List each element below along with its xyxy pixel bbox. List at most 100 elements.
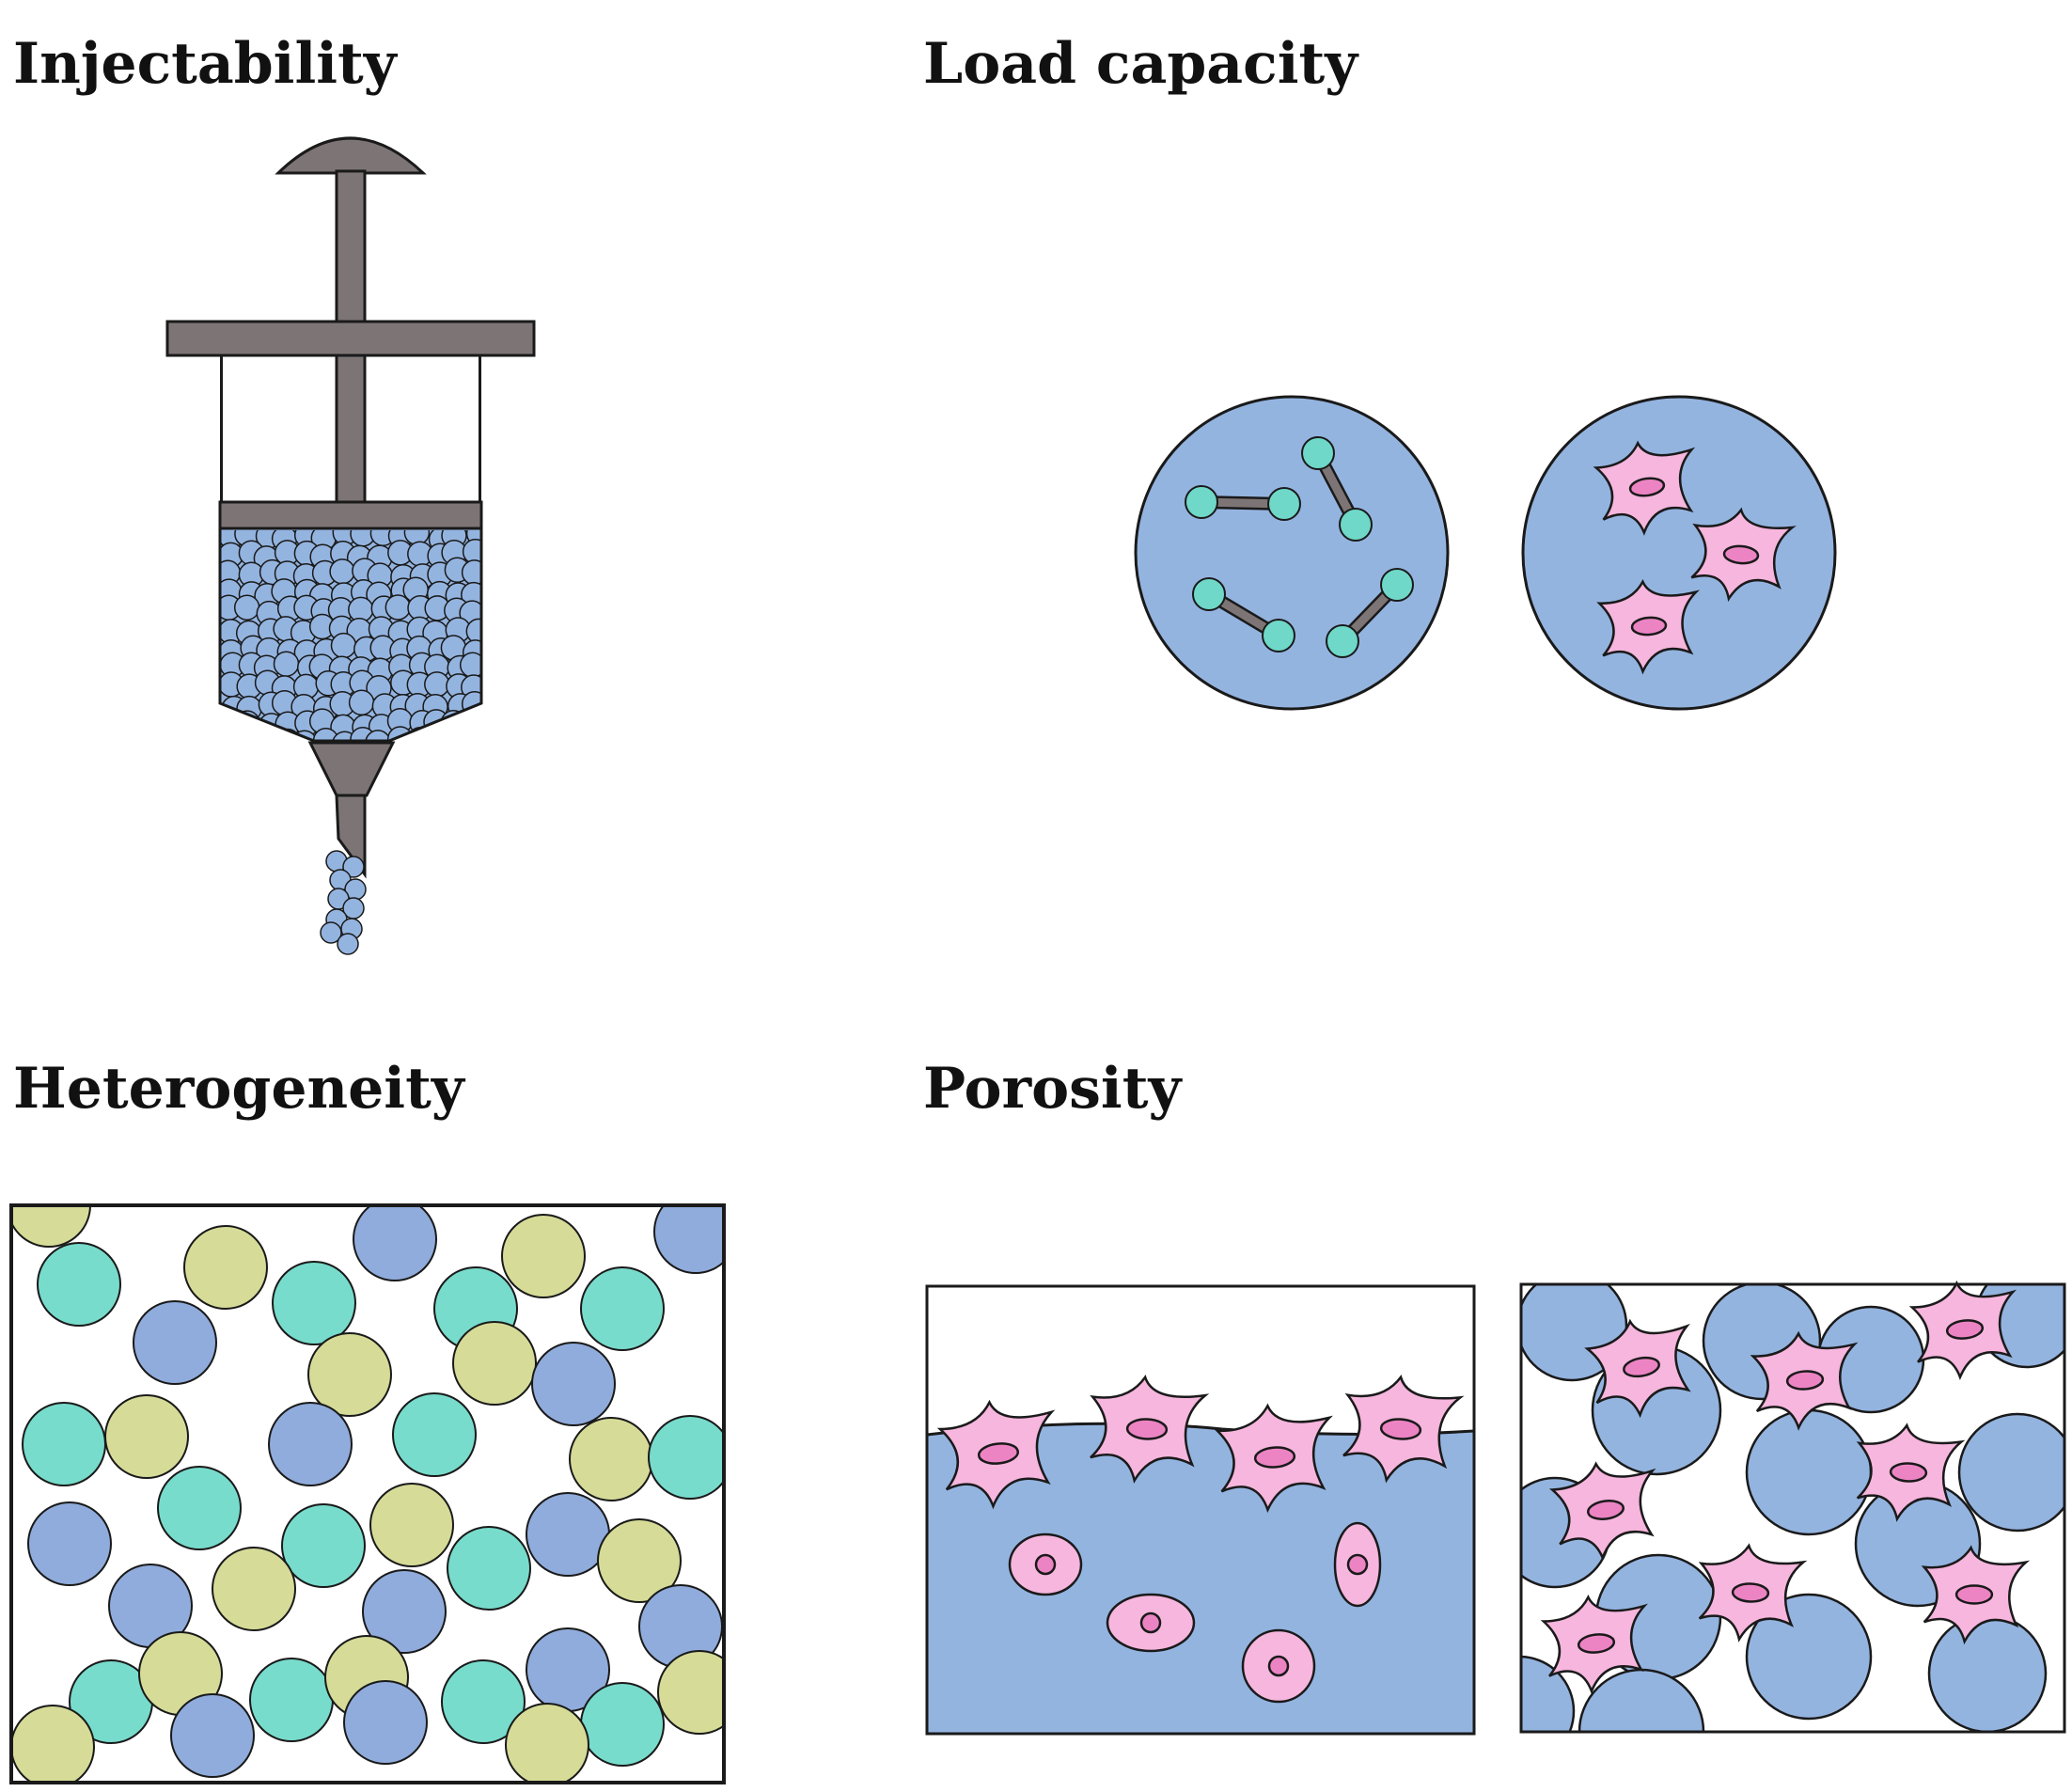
microgel-bead <box>273 651 300 677</box>
barrel-wall-right <box>479 355 481 530</box>
microgel-with-cells <box>1521 395 1837 711</box>
molecule-bead <box>1380 568 1414 602</box>
cell-nucleus <box>977 1442 1020 1465</box>
extruded-bead <box>320 921 342 944</box>
microgel-bead <box>461 690 481 717</box>
cell-nucleus <box>1577 1633 1616 1654</box>
heterogeneity-frame <box>9 1203 726 1784</box>
microgel-particle <box>597 1518 682 1603</box>
cell-nucleus <box>1628 477 1666 497</box>
microgel-particle <box>447 1526 531 1611</box>
cell-nucleus <box>1267 1655 1290 1677</box>
microgel-bead <box>220 731 247 741</box>
microgel-with-molecules <box>1134 395 1450 711</box>
microgel-bead <box>348 689 375 716</box>
microgel-bead <box>424 671 450 698</box>
molecule-bead <box>1192 577 1226 611</box>
microgel-particle <box>268 1402 353 1486</box>
microgel-bead <box>421 728 448 741</box>
microgel-particle <box>183 1225 268 1310</box>
cell <box>1214 1403 1333 1514</box>
cell <box>1548 1461 1656 1562</box>
microgel-bead <box>365 730 391 741</box>
bulk-hydrogel-frame <box>925 1284 1476 1736</box>
microgel-particle <box>531 1342 616 1426</box>
microgel-particle <box>104 1394 189 1479</box>
microgel-bead <box>465 732 481 741</box>
microgel-particle <box>369 1483 454 1567</box>
microgel-bead <box>220 711 245 738</box>
molecule-bead <box>1339 508 1373 542</box>
microgel-particle <box>249 1658 334 1742</box>
microgel-particle <box>272 1261 356 1345</box>
molecule-bead <box>1301 436 1335 470</box>
microgel-particle <box>353 1205 437 1281</box>
microgel-particle <box>281 1503 366 1588</box>
cell-nucleus <box>1379 1418 1422 1440</box>
cell <box>1908 1280 2017 1381</box>
microgel-bead <box>233 594 260 621</box>
microgel-particle <box>526 1492 610 1577</box>
granular-scaffold-cells <box>1540 1280 2031 1695</box>
molecule-bead <box>1262 619 1295 652</box>
microgel-particle <box>452 1321 537 1406</box>
load-capacity-title: Load capacity <box>923 31 1358 97</box>
granular-scaffold-frame <box>1519 1282 2066 1734</box>
microgel-particle <box>22 1402 106 1486</box>
microgel-bead <box>237 726 264 741</box>
microgel-bead <box>462 715 481 741</box>
encapsulated-cell <box>1106 1593 1196 1653</box>
cell-nucleus <box>1945 1319 1985 1340</box>
microgel-particle <box>580 1266 665 1351</box>
syringe-illustration <box>165 136 536 955</box>
cell <box>1090 1375 1210 1484</box>
cell-nucleus <box>1785 1370 1825 1391</box>
dumbbell-molecule <box>1185 485 1301 521</box>
microgel-particle <box>157 1466 242 1550</box>
microgel-particle <box>362 1569 447 1654</box>
microgel-bead <box>255 727 282 741</box>
microgel-particle <box>11 1205 91 1248</box>
microgel-bead <box>443 731 470 741</box>
microgel-particle <box>501 1214 586 1298</box>
microgel-particle <box>569 1417 653 1501</box>
cell-nucleus <box>1346 1553 1369 1576</box>
cell <box>1856 1423 1966 1522</box>
cell <box>1342 1374 1465 1484</box>
injectability-title: Injectability <box>13 31 397 97</box>
cell-nucleus <box>1630 616 1668 637</box>
cell-nucleus <box>1722 544 1760 565</box>
syringe-hub <box>307 741 396 797</box>
molecule-cargo-group <box>1185 436 1414 658</box>
microgel-bead <box>461 559 481 586</box>
cell <box>1690 507 1797 603</box>
cell-nucleus <box>1586 1500 1625 1520</box>
microgel-particle <box>505 1703 589 1783</box>
cell <box>1921 1545 2031 1645</box>
microgel-bead <box>330 632 357 659</box>
cell <box>936 1399 1056 1510</box>
syringe-needle <box>335 794 367 879</box>
extruded-bead <box>342 856 365 878</box>
mixed-microgel-population <box>11 1205 724 1783</box>
load-capacity-illustration <box>1134 395 1837 711</box>
packed-microgels <box>220 530 481 741</box>
molecule-bead <box>1267 487 1301 521</box>
cell-nucleus <box>1139 1611 1162 1634</box>
heterogeneity-title: Heterogeneity <box>13 1056 464 1122</box>
cell <box>1584 1318 1691 1419</box>
microgel-sphere <box>1927 1613 2048 1732</box>
microgel-sphere <box>1521 1655 1576 1732</box>
microgel-particle <box>170 1693 255 1778</box>
bulk-hydrogel-cells <box>936 1374 1465 1704</box>
molecule-bead <box>1185 485 1218 519</box>
microgel-particle <box>307 1332 392 1417</box>
cell-nucleus <box>1125 1418 1169 1440</box>
extruded-microgels <box>320 850 367 955</box>
microgel-particle <box>657 1650 724 1735</box>
cell-nucleus <box>1034 1553 1057 1576</box>
encapsulated-cell <box>1241 1628 1316 1704</box>
cell <box>1596 578 1701 675</box>
